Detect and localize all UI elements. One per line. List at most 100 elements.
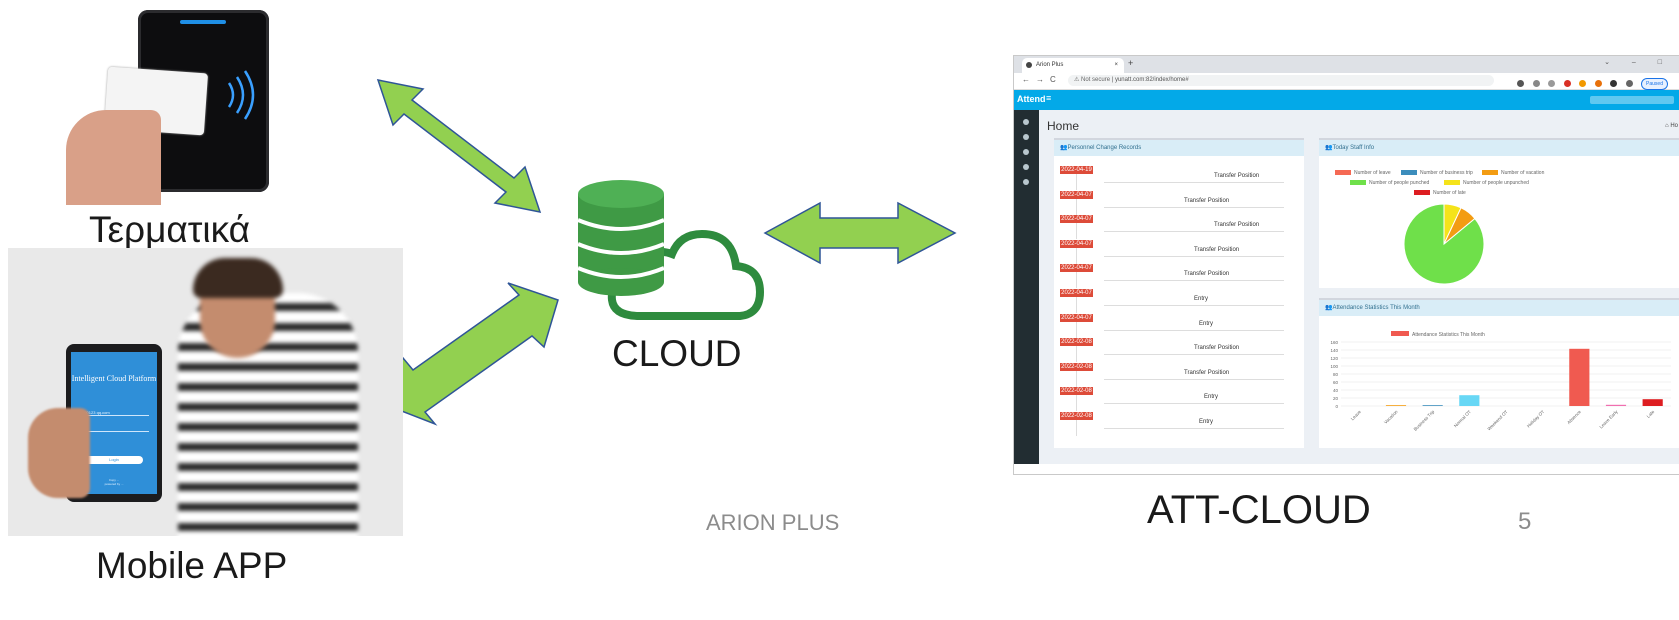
bar-legend-swatch bbox=[1391, 331, 1409, 336]
y-tick-label: 140 bbox=[1330, 348, 1338, 353]
app-header: Attend ≡ bbox=[1014, 90, 1679, 110]
record-date-badge: 2022-02-08 bbox=[1060, 412, 1093, 420]
x-tick-label: Leave bbox=[1350, 409, 1363, 422]
x-tick-label: Late bbox=[1646, 409, 1656, 419]
x-tick-label: Business Trip bbox=[1413, 409, 1436, 432]
bar[interactable] bbox=[1385, 405, 1407, 406]
legend-item[interactable]: Number of business trip bbox=[1401, 170, 1473, 176]
record-text: Transfer Position bbox=[1104, 173, 1284, 183]
globe-icon bbox=[1026, 62, 1032, 68]
extension-red-icon[interactable] bbox=[1563, 80, 1571, 88]
legend-swatch bbox=[1482, 170, 1498, 176]
sidepanel-icon[interactable] bbox=[1625, 80, 1633, 88]
bar[interactable] bbox=[1642, 399, 1663, 406]
sidebar-attendance-icon[interactable] bbox=[1023, 164, 1029, 170]
tab-close-icon[interactable]: × bbox=[1114, 62, 1118, 68]
legend-label: Number of leave bbox=[1354, 170, 1391, 176]
record-date-badge: 2022-04-07 bbox=[1060, 264, 1093, 273]
extension-icon[interactable] bbox=[1594, 80, 1602, 88]
bar[interactable] bbox=[1459, 395, 1480, 406]
bar[interactable] bbox=[1422, 405, 1443, 406]
timeline-line bbox=[1076, 420, 1077, 436]
slide-page-number: 5 bbox=[1518, 508, 1532, 535]
tab-title: Arion Plus bbox=[1036, 62, 1064, 68]
cloud-label: CLOUD bbox=[612, 333, 742, 374]
nav-buttons[interactable]: ←→C bbox=[1022, 75, 1062, 84]
staff-box-title: 👥Today Staff Info bbox=[1319, 140, 1679, 156]
new-tab-button[interactable]: + bbox=[1128, 58, 1134, 68]
y-tick-label: 160 bbox=[1330, 340, 1338, 345]
y-tick-label: 0 bbox=[1335, 404, 1338, 409]
x-tick-label: Holiday OT bbox=[1526, 409, 1546, 429]
window-controls[interactable]: ⌄ – □ bbox=[1604, 59, 1672, 66]
terminals-label: Τερματικά bbox=[89, 209, 251, 250]
pie-slice[interactable] bbox=[1443, 207, 1476, 245]
record-date-badge: 2022-04-07 bbox=[1060, 190, 1093, 199]
personnel-box-title: 👥Personnel Change Records bbox=[1054, 140, 1304, 156]
mobile-app-label: Mobile APP bbox=[96, 545, 288, 586]
arrow-cloud-attcloud bbox=[763, 201, 957, 265]
legend-item[interactable]: Number of vacation bbox=[1482, 170, 1544, 176]
key-icon[interactable] bbox=[1517, 80, 1525, 88]
record-text: Entry bbox=[1104, 419, 1284, 429]
url-field[interactable]: ⚠ Not secure | yunatt.com:82/index/home# bbox=[1068, 75, 1494, 86]
app-sidebar bbox=[1014, 110, 1039, 474]
record-text: Transfer Position bbox=[1104, 271, 1284, 282]
record-text: Entry bbox=[1104, 394, 1284, 405]
puzzle-icon[interactable] bbox=[1610, 80, 1618, 88]
record-text: Transfer Position bbox=[1104, 247, 1284, 257]
timeline-line bbox=[1076, 272, 1077, 289]
timeline-line bbox=[1076, 247, 1077, 264]
record-date-badge: 2022-02-08 bbox=[1060, 387, 1093, 396]
record-date-badge: 2022-02-08 bbox=[1060, 362, 1093, 371]
legend-item[interactable]: Number of late bbox=[1414, 190, 1466, 196]
header-search-field[interactable] bbox=[1590, 96, 1674, 104]
record-date-badge: 2022-02-08 bbox=[1060, 338, 1093, 347]
legend-item[interactable]: Number of people unpunched bbox=[1444, 180, 1529, 186]
y-tick-label: 80 bbox=[1333, 372, 1339, 377]
record-date-badge: 2022-04-19 bbox=[1060, 166, 1093, 174]
extension-orange-icon[interactable] bbox=[1579, 80, 1587, 88]
page-title: Home bbox=[1047, 119, 1080, 133]
login-button[interactable]: Login bbox=[85, 456, 143, 464]
sidebar-staff-icon[interactable] bbox=[1023, 134, 1029, 140]
timeline-line bbox=[1076, 198, 1077, 215]
app-brand[interactable]: Attend bbox=[1017, 94, 1046, 104]
y-tick-label: 60 bbox=[1333, 380, 1339, 385]
breadcrumb[interactable]: ⌂ Ho bbox=[1665, 123, 1678, 129]
extensions-area: Paused bbox=[1513, 75, 1668, 90]
share-icon[interactable] bbox=[1532, 80, 1540, 88]
sidebar-dashboard-icon[interactable] bbox=[1023, 119, 1029, 125]
browser-tab[interactable]: Arion Plus × bbox=[1022, 58, 1124, 73]
legend-item[interactable]: Number of leave bbox=[1335, 170, 1391, 176]
timeline-line bbox=[1076, 297, 1077, 313]
timeline-line bbox=[1076, 346, 1077, 363]
record-date-badge: 2022-04-07 bbox=[1060, 289, 1093, 297]
record-text: Entry bbox=[1104, 296, 1284, 306]
username-field[interactable]: cfd00123 qq.com bbox=[79, 410, 149, 416]
record-text: Transfer Position bbox=[1104, 222, 1284, 233]
hamburger-menu-icon[interactable]: ≡ bbox=[1046, 93, 1052, 103]
sidebar-device-icon[interactable] bbox=[1023, 149, 1029, 155]
y-tick-label: 100 bbox=[1330, 364, 1338, 369]
main-content: Home ⌂ Ho 👥Personnel Change Records 2022… bbox=[1039, 110, 1679, 474]
attendance-bar-chart: Attendance Statistics This Month02040608… bbox=[1330, 331, 1671, 432]
bar[interactable] bbox=[1605, 404, 1627, 406]
legend-label: Number of people punched bbox=[1369, 180, 1430, 186]
legend-label: Number of people unpunched bbox=[1463, 180, 1529, 186]
legend-item[interactable]: Number of people punched bbox=[1350, 180, 1429, 186]
sidebar-settings-icon[interactable] bbox=[1023, 179, 1029, 185]
x-tick-label: Weekend OT bbox=[1486, 409, 1508, 431]
bar[interactable] bbox=[1569, 348, 1590, 406]
record-date-badge: 2022-04-07 bbox=[1060, 215, 1093, 224]
url-text: yunatt.com:82/index/home# bbox=[1114, 77, 1189, 83]
timeline-line bbox=[1076, 395, 1077, 412]
record-text: Transfer Position bbox=[1104, 370, 1284, 380]
star-icon[interactable] bbox=[1548, 80, 1556, 88]
arrow-terminal-cloud bbox=[376, 79, 542, 213]
legend-label: Number of vacation bbox=[1501, 170, 1545, 176]
profile-paused-button[interactable]: Paused bbox=[1641, 77, 1668, 90]
cloud-database-icon bbox=[577, 180, 765, 320]
